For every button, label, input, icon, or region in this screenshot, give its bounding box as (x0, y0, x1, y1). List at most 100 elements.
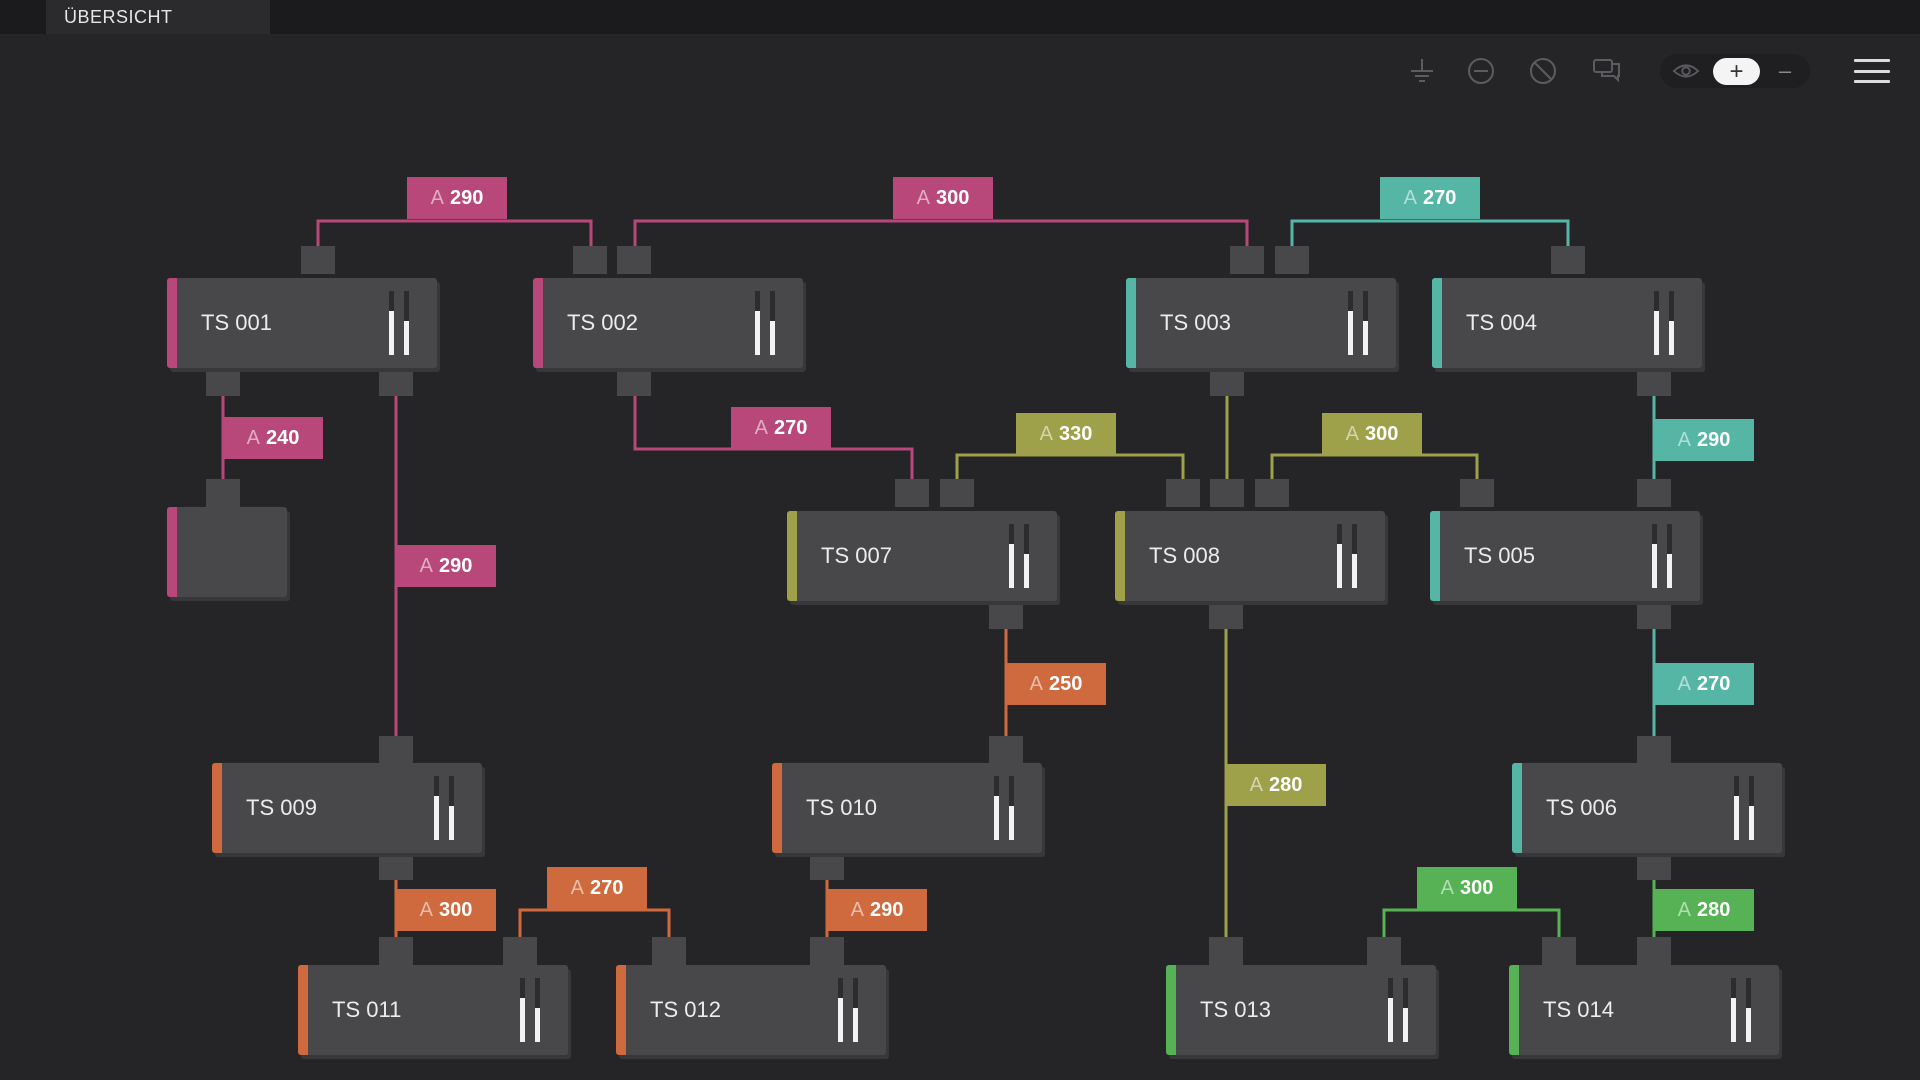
level-meter-icon (1652, 524, 1676, 588)
badge-value: 290 (449, 186, 484, 209)
wire (633, 219, 1249, 246)
port (1637, 736, 1671, 764)
chat-icon[interactable] (1588, 52, 1626, 90)
badge-prefix: A (1039, 422, 1053, 445)
wire (518, 908, 671, 937)
station-label: TS 002 (567, 310, 638, 335)
wire (633, 396, 914, 479)
station-node[interactable]: TS 005 (1430, 511, 1700, 601)
badge-prefix: A (1029, 672, 1043, 695)
station-node[interactable]: TS 007 (787, 511, 1057, 601)
port (1637, 479, 1671, 507)
hamburger-menu-icon[interactable] (1852, 55, 1892, 87)
port (1460, 479, 1494, 507)
station-node[interactable]: TS 010 (772, 763, 1042, 853)
port (652, 937, 686, 965)
zoom-out-button[interactable]: – (1768, 54, 1802, 88)
station-label: TS 004 (1466, 310, 1537, 335)
block-icon[interactable] (1524, 52, 1562, 90)
badge-value: 240 (265, 426, 300, 449)
station-node[interactable]: TS 002 (533, 278, 803, 368)
status-stripe (1115, 511, 1125, 601)
badge-value: 270 (773, 416, 808, 439)
port (1637, 601, 1671, 629)
station-node[interactable]: TS 013 (1166, 965, 1436, 1055)
badge-prefix: A (916, 186, 930, 209)
badge-value: 290 (869, 898, 904, 921)
badge-prefix: A (1345, 422, 1359, 445)
badge-value: 290 (1696, 428, 1731, 451)
station-label: TS 003 (1160, 310, 1231, 335)
badge-value: 280 (1268, 773, 1303, 796)
eye-icon[interactable] (1666, 54, 1706, 88)
level-meter-icon (1731, 978, 1755, 1042)
zoom-in-button[interactable]: + (1713, 58, 1760, 85)
level-meter-icon (838, 978, 862, 1042)
station-node[interactable]: TS 001 (167, 278, 437, 368)
status-stripe (616, 965, 626, 1055)
status-stripe (167, 507, 177, 597)
station-node[interactable]: TS 012 (616, 965, 886, 1055)
status-stripe (533, 278, 543, 368)
port (503, 937, 537, 965)
ground-icon[interactable] (1403, 52, 1441, 90)
badge-value: 290 (438, 554, 473, 577)
badge-value: 330 (1058, 422, 1093, 445)
port (1210, 479, 1244, 507)
station-label: TS 007 (821, 543, 892, 568)
level-meter-icon (1734, 776, 1758, 840)
port (1637, 937, 1671, 965)
station-label: TS 014 (1543, 997, 1614, 1022)
minus-circle-icon[interactable] (1462, 52, 1500, 90)
station-label: TS 009 (246, 795, 317, 820)
station-node[interactable]: TS 009 (212, 763, 482, 853)
port (1542, 937, 1576, 965)
station-label: TS 010 (806, 795, 877, 820)
station-node[interactable]: TS 011 (298, 965, 568, 1055)
station-node[interactable]: TS 004 (1432, 278, 1702, 368)
station-node[interactable]: TS 003 (1126, 278, 1396, 368)
status-stripe (212, 763, 222, 853)
badge-prefix: A (570, 876, 584, 899)
status-stripe (1166, 965, 1176, 1055)
badge-value: 300 (1364, 422, 1399, 445)
tab-overview[interactable]: ÜBERSICHT (46, 0, 270, 34)
badge-prefix: A (1677, 428, 1691, 451)
level-meter-icon (1009, 524, 1033, 588)
wire (1270, 453, 1479, 479)
port (940, 479, 974, 507)
port (1210, 368, 1244, 396)
station-node[interactable]: TS 008 (1115, 511, 1385, 601)
wire (955, 453, 1185, 479)
port (379, 736, 413, 764)
status-stripe (167, 278, 177, 368)
station-node[interactable]: TS 014 (1509, 965, 1779, 1055)
port (1166, 479, 1200, 507)
station-label: TS 006 (1546, 795, 1617, 820)
station-node[interactable] (167, 507, 287, 597)
port (1209, 937, 1243, 965)
badge-prefix: A (1677, 672, 1691, 695)
level-meter-icon (1348, 291, 1372, 355)
level-meter-icon (994, 776, 1018, 840)
status-stripe (298, 965, 308, 1055)
station-node[interactable]: TS 006 (1512, 763, 1782, 853)
station-label: TS 001 (201, 310, 272, 335)
